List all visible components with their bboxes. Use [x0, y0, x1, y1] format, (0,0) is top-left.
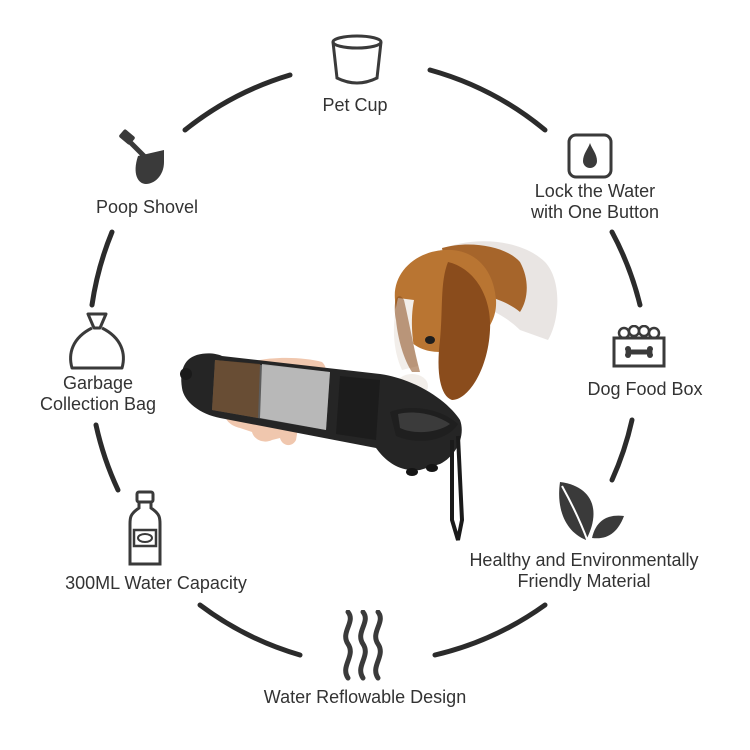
- feature-garbage-bag: Garbage Collection Bag: [18, 373, 178, 415]
- ring-arc-left-upper: [89, 229, 115, 308]
- ring-arc-right-lower: [609, 417, 635, 483]
- feature-label: Poop Shovel: [95, 197, 199, 217]
- feature-label-line1: Garbage: [62, 373, 134, 393]
- water-waves-icon: [343, 610, 383, 681]
- ring-arc-right-upper: [609, 229, 643, 308]
- feature-label-line1: Healthy and Environmentally: [469, 550, 699, 570]
- feature-lock-water: Lock the Water with One Button: [500, 181, 690, 223]
- leaf-icon: [559, 482, 624, 543]
- feature-healthy-material: Healthy and Environmentally Friendly Mat…: [438, 550, 730, 592]
- feature-label: 300ML Water Capacity: [65, 573, 247, 593]
- feature-water-capacity: 300ML Water Capacity: [36, 573, 276, 594]
- ring-arc-top-left: [182, 72, 293, 133]
- feature-label-line2: Friendly Material: [517, 571, 651, 591]
- feature-label-line1: Lock the Water: [534, 181, 656, 201]
- feature-label-line2: Collection Bag: [39, 394, 157, 414]
- feature-label: Dog Food Box: [587, 379, 703, 399]
- water-bottle: [180, 353, 465, 541]
- garbage-bag-icon: [69, 312, 125, 370]
- cup-icon: [331, 34, 383, 85]
- feature-label-line2: with One Button: [530, 202, 660, 222]
- ring-arc-bottom-left: [197, 602, 303, 658]
- beagle-dog: [393, 241, 558, 418]
- feature-label: Pet Cup: [322, 95, 388, 115]
- dog-food-box-icon: [612, 325, 666, 368]
- water-drop-lock-icon: [567, 133, 613, 179]
- feature-dog-food-box: Dog Food Box: [570, 379, 720, 400]
- feature-label: Water Reflowable Design: [263, 687, 467, 707]
- shovel-icon: [119, 129, 164, 184]
- bottle-icon: [128, 490, 162, 566]
- feature-poop-shovel: Poop Shovel: [72, 197, 222, 218]
- feature-pet-cup: Pet Cup: [300, 95, 410, 116]
- ring-arc-bottom-right: [432, 602, 548, 658]
- feature-water-reflowable: Water Reflowable Design: [230, 687, 500, 708]
- ring-arc-top-right: [427, 67, 548, 133]
- ring-arc-left-lower: [93, 422, 121, 493]
